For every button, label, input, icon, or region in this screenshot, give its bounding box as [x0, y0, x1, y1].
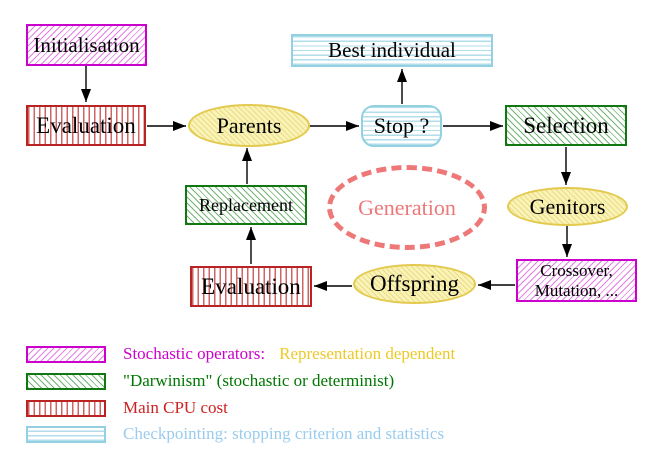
- legend-row-checkpointing: Checkpointing: stopping criterion and st…: [26, 424, 444, 444]
- node-evaluation-top: Evaluation: [26, 105, 146, 146]
- node-parents-label: Parents: [216, 112, 282, 138]
- legend-label-stochastic: Stochastic operators:: [123, 344, 266, 363]
- node-offspring-label: Offspring: [369, 271, 459, 296]
- generation-label: Generation: [358, 194, 456, 220]
- node-replacement: Replacement: [185, 185, 307, 225]
- node-best-individual-label: Best individual: [328, 38, 456, 62]
- node-genitors-label: Genitors: [529, 193, 606, 219]
- legend-swatch-green: [26, 372, 106, 390]
- legend-swatch-magenta: [26, 345, 106, 363]
- legend-row-cpu-cost: Main CPU cost: [26, 398, 228, 418]
- node-evaluation-bottom: Evaluation: [190, 266, 312, 307]
- node-offspring: Offspring: [353, 264, 476, 304]
- node-evaluation-bottom-label: Evaluation: [201, 273, 301, 299]
- node-crossover-mutation: Crossover, Mutation, ...: [516, 259, 637, 302]
- node-best-individual: Best individual: [291, 34, 493, 67]
- node-selection-label: Selection: [523, 112, 609, 138]
- legend-label-cpu: Main CPU cost: [123, 398, 228, 417]
- legend-row-stochastic-operators: Stochastic operators: Representation dep…: [26, 344, 455, 364]
- generation-loop-ellipse: Generation: [327, 165, 487, 250]
- node-stop-label: Stop ?: [373, 113, 430, 138]
- node-initialisation-label: Initialisation: [33, 32, 140, 57]
- node-crossover-line2: Mutation, ...: [534, 280, 619, 300]
- node-stop: Stop ?: [361, 105, 442, 147]
- legend-label-checkpointing: Checkpointing: stopping criterion and st…: [123, 424, 445, 443]
- node-initialisation: Initialisation: [26, 24, 147, 66]
- node-genitors: Genitors: [507, 187, 628, 226]
- node-parents: Parents: [188, 104, 310, 147]
- legend-swatch-red: [26, 399, 106, 417]
- legend-swatch-cyan: [26, 425, 106, 443]
- node-replacement-label: Replacement: [199, 194, 293, 215]
- legend-label-darwinism: "Darwinism" (stochastic or determinist): [123, 371, 395, 390]
- node-crossover-line1: Crossover,: [540, 260, 613, 280]
- legend-row-darwinism: "Darwinism" (stochastic or determinist): [26, 371, 394, 391]
- legend-label-representation: Representation dependent: [279, 344, 456, 363]
- node-selection: Selection: [505, 105, 627, 146]
- node-evaluation-top-label: Evaluation: [36, 112, 136, 138]
